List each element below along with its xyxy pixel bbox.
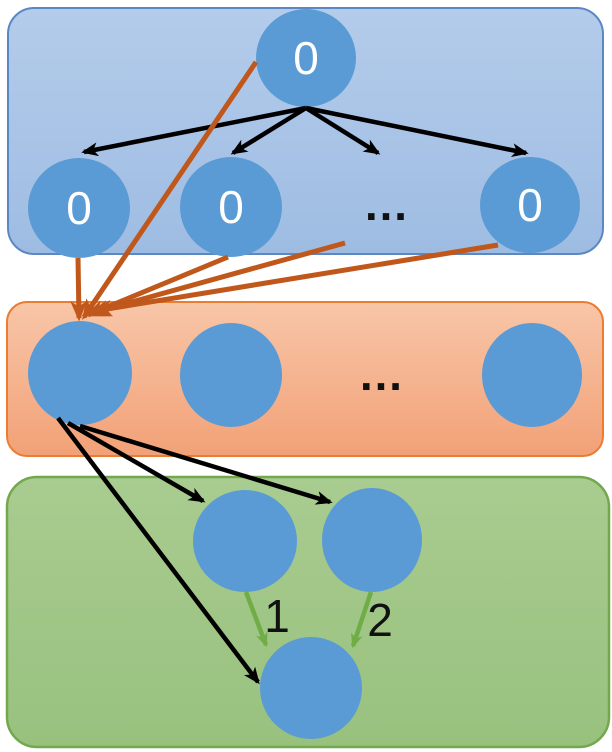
child1-label: 0 [66, 182, 92, 234]
middle-ellipsis: … [358, 348, 404, 400]
edge-root-childn [305, 105, 529, 158]
middle-layer-box [6, 301, 604, 457]
root-label: 0 [293, 32, 319, 84]
node-middle-2 [180, 323, 282, 427]
merge-edge-label-1: 1 [264, 590, 290, 642]
edge-root-ellipsis [304, 106, 381, 155]
edge-bottomleft-result [243, 591, 269, 648]
node-bottom-right [322, 488, 422, 592]
edge-childn-middle1 [91, 242, 499, 317]
labels: 0 0 0 0 … … 1 2 [66, 32, 543, 646]
node-middle-n [482, 323, 582, 427]
fan-in-edges [70, 60, 499, 322]
bottom-layer-box [5, 475, 611, 749]
edge-middle1-bottomright [79, 423, 333, 505]
node-bottom-result [260, 637, 362, 739]
node-bottom-left [193, 490, 297, 592]
node-middle-1 [28, 321, 132, 425]
merge-edges [243, 591, 374, 649]
node-top-child-n [480, 157, 580, 253]
child2-label: 0 [218, 181, 244, 233]
merge-edge-label-2: 2 [367, 594, 393, 646]
edge-root-child1 [81, 105, 307, 157]
middle-bottom-edges [56, 416, 333, 685]
node-top-child-2 [180, 157, 282, 257]
childn-label: 0 [517, 179, 543, 231]
edge-middle1-bottomleft [66, 421, 206, 503]
edge-child1-middle1 [70, 257, 88, 322]
edge-bottomright-result [350, 591, 374, 649]
node-root [256, 9, 356, 107]
node-top-child-1 [28, 158, 130, 258]
edge-middle1-result [56, 416, 260, 685]
root-child-edges [81, 105, 529, 158]
node-circles [28, 9, 582, 739]
top-ellipsis: … [363, 178, 409, 230]
edge-hidden-middle1 [88, 240, 346, 317]
edge-root-child2 [230, 106, 308, 155]
edge-root-middle1 [81, 60, 259, 320]
